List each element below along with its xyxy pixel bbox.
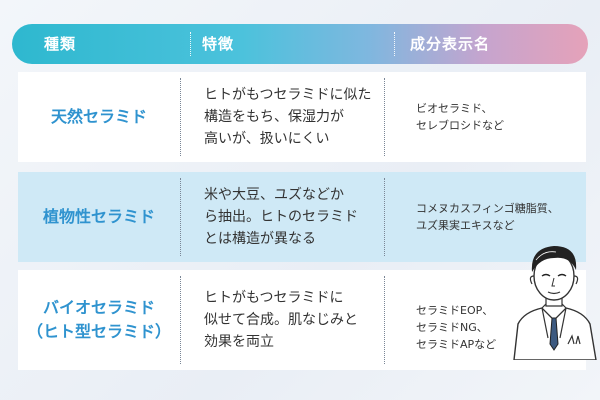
column-divider xyxy=(180,78,181,156)
doctor-illustration-icon xyxy=(513,246,597,360)
header-ingredient: 成分表示名 xyxy=(410,35,491,53)
row-feature: 米や大豆、ユズなどか ら抽出。ヒトのセラミド とは構造が異なる xyxy=(204,187,358,247)
column-divider xyxy=(180,178,181,256)
header-divider xyxy=(190,32,191,56)
row-ingredients: ビオセラミド、 セレブロシドなど xyxy=(416,102,504,132)
row-ingredients: コメヌカスフィンゴ糖脂質、 ユズ果実エキスなど xyxy=(416,202,559,232)
table-row: 天然セラミド ヒトがもつセラミドに似た 構造をもち、保湿力が 高いが、扱いにくい… xyxy=(18,72,586,162)
header-type: 種類 xyxy=(44,35,77,53)
table-row: バイオセラミド （ヒト型セラミド） ヒトがもつセラミドに 似せて合成。肌なじみと… xyxy=(18,270,586,370)
header-feature: 特徴 xyxy=(202,35,235,53)
table-row: 植物性セラミド 米や大豆、ユズなどか ら抽出。ヒトのセラミド とは構造が異なる … xyxy=(18,172,586,262)
column-divider xyxy=(384,78,385,156)
row-type-name: 植物性セラミド xyxy=(42,207,155,226)
table-header: 種類 特徴 成分表示名 xyxy=(12,24,588,64)
column-divider xyxy=(180,276,181,364)
column-divider xyxy=(384,276,385,364)
row-type-name: 天然セラミド xyxy=(50,107,147,126)
header-divider xyxy=(394,32,395,56)
row-feature: ヒトがもつセラミドに似た 構造をもち、保湿力が 高いが、扱いにくい xyxy=(204,87,372,147)
row-type-name: バイオセラミド （ヒト型セラミド） xyxy=(26,298,171,341)
row-ingredients: セラミドEOP、 セラミドNG、 セラミドAPなど xyxy=(416,303,497,351)
column-divider xyxy=(384,178,385,256)
row-feature: ヒトがもつセラミドに 似せて合成。肌なじみと 効果を両立 xyxy=(204,290,358,350)
